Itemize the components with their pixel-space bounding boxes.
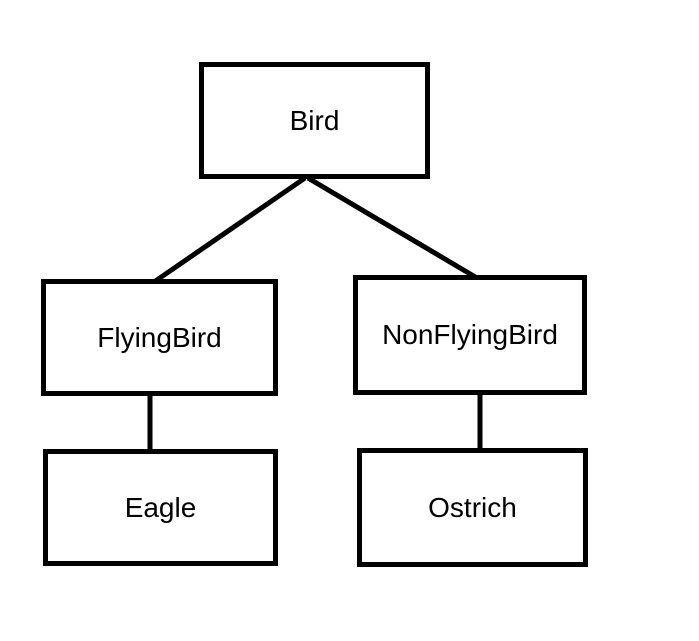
- node-eagle-label: Eagle: [124, 491, 197, 523]
- node-bird-label: Bird: [289, 104, 340, 136]
- node-ostrich-label: Ostrich: [428, 491, 517, 523]
- edge-bird-flyingbird: [152, 175, 307, 285]
- node-bird: Bird: [199, 62, 430, 179]
- node-nonflyingbird: NonFlyingBird: [353, 275, 587, 395]
- node-flyingbird-label: FlyingBird: [97, 321, 222, 353]
- node-flyingbird: FlyingBird: [41, 279, 278, 396]
- node-ostrich: Ostrich: [357, 448, 588, 567]
- edge-bird-nonflyingbird: [306, 175, 479, 281]
- node-eagle: Eagle: [43, 449, 278, 566]
- node-nonflyingbird-label: NonFlyingBird: [382, 319, 558, 350]
